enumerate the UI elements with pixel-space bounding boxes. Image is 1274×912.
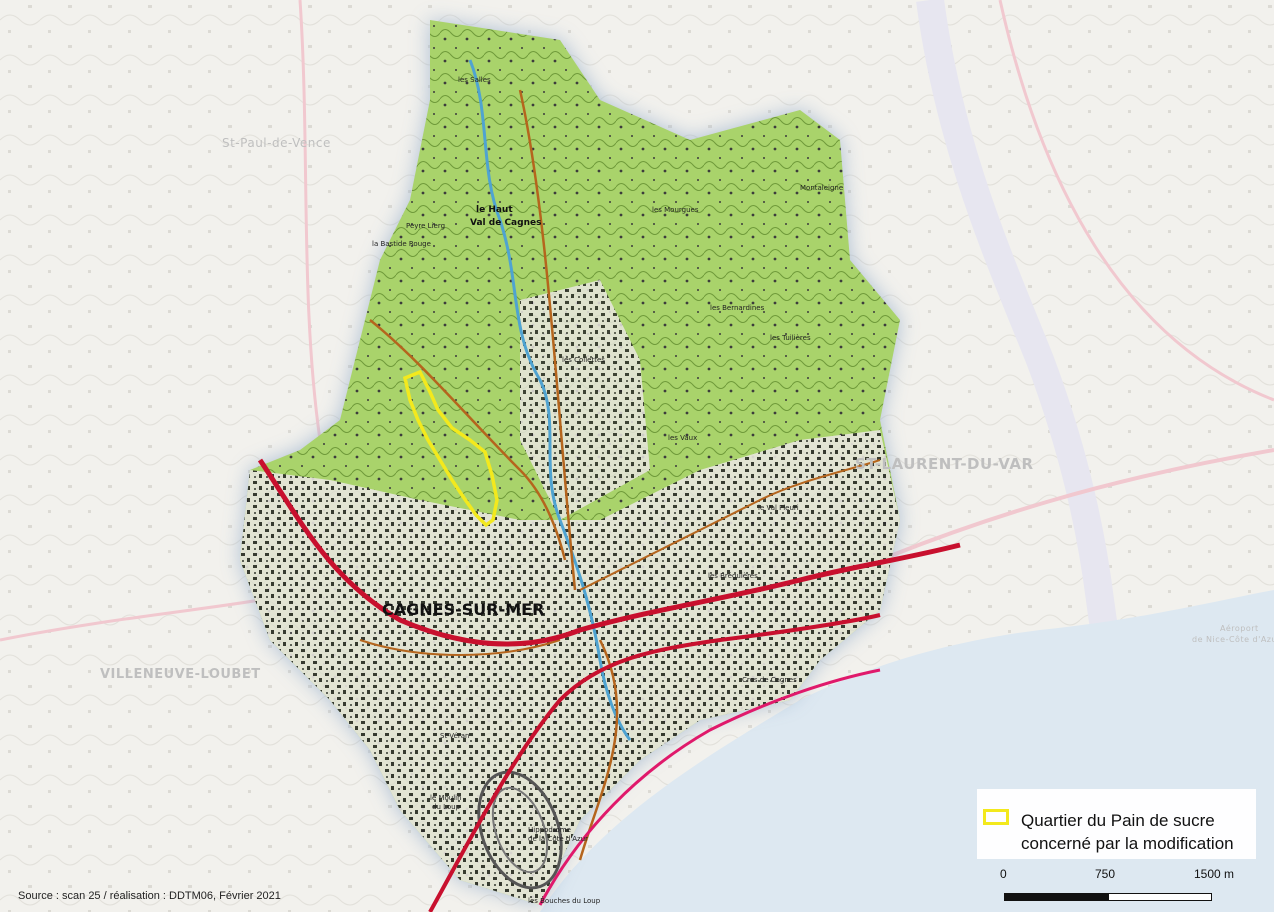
label-montaleigne: Montaleigne bbox=[800, 184, 843, 192]
coastal-road bbox=[428, 613, 881, 912]
label-cros: Cros de Cagnes bbox=[742, 676, 797, 684]
label-breguieres: les Bréguières bbox=[708, 572, 758, 580]
scale-tick-0: 0 bbox=[1000, 867, 1007, 881]
label-val-fleuri: le Val Fleuri bbox=[758, 504, 799, 512]
label-aeroport: Aéroport bbox=[1220, 623, 1259, 633]
label-tuilieres: les Tuilières bbox=[770, 334, 811, 342]
label-salles: les Salles bbox=[458, 76, 491, 84]
label-hippodrome-1: Hippodrome bbox=[528, 826, 571, 834]
label-haut-cagnes-1: le Haut bbox=[476, 205, 513, 215]
label-villeneuve: VILLENEUVE-LOUBET bbox=[100, 667, 261, 682]
scale-segment-white bbox=[1108, 893, 1212, 901]
secondary-road bbox=[518, 89, 577, 591]
label-st-paul: St-Paul-de-Vence bbox=[222, 136, 331, 150]
scale-bar: 0 750 1500 m bbox=[1000, 867, 1240, 901]
cagne-river bbox=[468, 59, 632, 741]
label-collettes: les Collettes bbox=[562, 356, 605, 364]
scale-tick-mid: 750 bbox=[1095, 867, 1116, 881]
label-hippodrome-2: de la Côte d'Azur bbox=[528, 835, 588, 843]
motorway-a8 bbox=[257, 458, 961, 647]
background-road-faded bbox=[998, 0, 1274, 402]
secondary-road bbox=[359, 639, 561, 656]
label-bouches: les Bouches du Loup bbox=[528, 897, 601, 905]
secondary-road bbox=[579, 459, 881, 591]
background-road-faded bbox=[0, 598, 261, 642]
label-haut-cagnes-2: Val de Cagnes bbox=[470, 218, 541, 228]
label-bernardines: les Bernardines bbox=[710, 304, 765, 312]
scale-tick-end: 1500 m bbox=[1194, 867, 1235, 881]
legend-swatch-yellow-outline bbox=[983, 809, 1009, 825]
pain-de-sucre-outline[interactable] bbox=[402, 369, 499, 528]
source-credit: Source : scan 25 / réalisation : DDTM06,… bbox=[18, 890, 281, 902]
label-moulin-1: le Moulin bbox=[430, 794, 462, 802]
urban-area bbox=[240, 430, 900, 905]
scale-segment-black bbox=[1004, 893, 1108, 901]
background-road-faded bbox=[298, 0, 322, 441]
hippodrome-track-inner bbox=[491, 786, 549, 874]
legend-item-label: Quartier du Pain de sucre concerné par l… bbox=[1021, 811, 1234, 853]
label-st-laurent: ST-LAURENT-DU-VAR bbox=[855, 455, 1034, 473]
label-st-veran: St-Véran bbox=[440, 732, 469, 740]
label-moulin-2: du Loup bbox=[432, 803, 461, 811]
secondary-road bbox=[369, 319, 567, 561]
coastal-boulevard bbox=[538, 668, 881, 906]
label-vaux: les Vaux bbox=[668, 434, 697, 442]
map-legend: Quartier du Pain de sucre concerné par l… bbox=[977, 789, 1256, 859]
label-mourgues: les Mourgues bbox=[652, 206, 699, 214]
hippodrome-track bbox=[477, 770, 563, 890]
label-peyre-lierg: Peyre Lierg bbox=[406, 222, 445, 230]
label-bastide-rouge: la Bastide Rouge bbox=[372, 240, 431, 248]
label-cagnes-sur-mer: CAGNES-SUR-MER bbox=[382, 600, 544, 619]
background-road-faded bbox=[879, 448, 1274, 562]
label-nice-cote: de Nice-Côte d'Azur bbox=[1192, 634, 1274, 644]
